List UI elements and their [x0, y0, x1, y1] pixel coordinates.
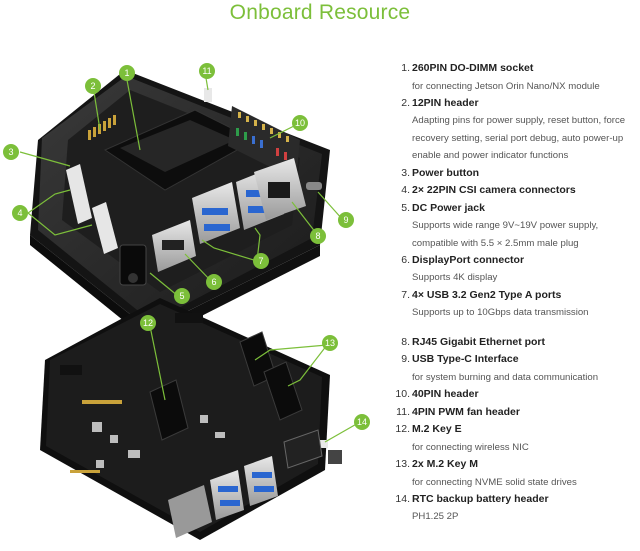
resource-name: USB Type-C Interface — [412, 353, 519, 366]
callout-3: 3 — [3, 144, 19, 160]
resource-list: 1. 260PIN DO-DIMM socket for connecting … — [380, 60, 638, 526]
callout-lines — [19, 71, 361, 443]
resource-name: DC Power jack — [412, 201, 485, 214]
callout-label: 1 — [124, 68, 129, 78]
resource-description: enable and power indicator functions — [412, 150, 569, 162]
callout-14: 14 — [354, 414, 370, 430]
resource-description: Supports wide range 9V~19V power supply, — [412, 220, 599, 232]
resource-description: Supports 4K display — [412, 272, 498, 284]
resource-number: 1. — [401, 62, 410, 74]
resource-number: 2. — [401, 96, 410, 109]
callout-12: 12 — [140, 315, 156, 331]
callout-8: 8 — [310, 228, 326, 244]
resource-number: 12. — [395, 423, 410, 436]
callout-11: 11 — [199, 63, 215, 79]
resource-description: for connecting Jetson Orin Nano/NX modul… — [412, 80, 600, 92]
callout-label: 12 — [143, 318, 153, 328]
resource-number: 9. — [401, 353, 410, 366]
resource-item: 8. RJ45 Gigabit Ethernet port — [380, 334, 638, 352]
callout-5: 5 — [174, 288, 190, 304]
resource-number: 4. — [401, 184, 410, 197]
resource-item: 10. 40PIN header — [380, 386, 638, 404]
callout-label: 5 — [179, 291, 184, 301]
callout-label: 14 — [357, 417, 367, 427]
callout-6: 6 — [206, 274, 222, 290]
resource-description: Supports up to 10Gbps data transmission — [412, 307, 589, 319]
callout-4: 4 — [12, 205, 28, 221]
resource-name: 4PIN PWM fan header — [412, 405, 520, 418]
callout-label: 10 — [295, 118, 305, 128]
resource-number: 13. — [395, 458, 410, 471]
resource-item: 7. 4× USB 3.2 Gen2 Type A ports Supports… — [380, 287, 638, 322]
callout-9: 9 — [338, 212, 354, 228]
resource-name: 4× USB 3.2 Gen2 Type A ports — [412, 288, 562, 301]
resource-name: 260PIN DO-DIMM socket — [412, 62, 534, 74]
resource-name: 40PIN header — [412, 388, 479, 401]
callout-1: 1 — [119, 65, 135, 81]
resource-item: 13. 2x M.2 Key M for connecting NVME sol… — [380, 456, 638, 491]
callout-13: 13 — [322, 335, 338, 351]
callout-label: 11 — [202, 66, 211, 76]
resource-item: 12. M.2 Key E for connecting wireless NI… — [380, 421, 638, 456]
bottom-board-render — [40, 298, 342, 540]
callout-label: 13 — [325, 338, 335, 348]
resource-item: 11. 4PIN PWM fan header — [380, 404, 638, 422]
callout-label: 9 — [343, 215, 348, 225]
resource-name: M.2 Key E — [412, 423, 462, 436]
callout-label: 3 — [8, 147, 13, 157]
callout-label: 2 — [90, 81, 95, 91]
resource-item: 1. 260PIN DO-DIMM socket for connecting … — [380, 60, 638, 95]
resource-name: DisplayPort connector — [412, 253, 525, 266]
list-spacer — [380, 322, 638, 334]
resource-name: 12PIN header — [412, 96, 479, 109]
callout-label: 7 — [258, 256, 263, 266]
resource-item: 5. DC Power jack Supports wide range 9V~… — [380, 200, 638, 252]
resource-description: for connecting wireless NIC — [412, 441, 529, 453]
resource-item: 6. DisplayPort connector Supports 4K dis… — [380, 252, 638, 287]
resource-name: 2x M.2 Key M — [412, 458, 478, 471]
resource-name: 2× 22PIN CSI camera connectors — [412, 184, 576, 197]
resource-description: for connecting NVME solid state drives — [412, 476, 577, 488]
resource-number: 3. — [401, 166, 410, 179]
callout-label: 8 — [315, 231, 320, 241]
resource-number: 10. — [395, 388, 410, 401]
resource-item: 2. 12PIN header Adapting pins for power … — [380, 95, 638, 165]
callout-2: 2 — [85, 78, 101, 94]
resource-name: RTC backup battery header — [412, 492, 549, 505]
resource-name: Power button — [412, 166, 480, 179]
resource-item: 14. RTC backup battery header PH1.25 2P — [380, 491, 638, 526]
resource-number: 7. — [401, 288, 410, 301]
resource-description: for system burning and data communicatio… — [412, 371, 599, 383]
resource-item: 3. Power button — [380, 165, 638, 183]
resource-item: 4. 2× 22PIN CSI camera connectors — [380, 182, 638, 200]
board-figure: 1 2 3 4 5 6 7 8 9 10 11 12 13 14 — [3, 63, 370, 540]
callout-label: 4 — [17, 208, 22, 218]
resource-item: 9. USB Type-C Interface for system burni… — [380, 351, 638, 386]
page-title: Onboard Resource — [229, 1, 411, 24]
resource-number: 8. — [401, 335, 410, 348]
callout-label: 6 — [211, 277, 216, 287]
resource-name: RJ45 Gigabit Ethernet port — [412, 335, 546, 348]
resource-number: 6. — [401, 253, 410, 266]
resource-description: Adapting pins for power supply, reset bu… — [412, 115, 626, 127]
callout-markers: 1 2 3 4 5 6 7 8 9 10 11 12 13 14 — [3, 63, 370, 430]
resource-number: 5. — [401, 201, 410, 214]
resource-number: 11. — [396, 405, 410, 418]
resource-description: recovery setting, serial port debug, aut… — [412, 132, 624, 144]
resource-description: compatible with 5.5 × 2.5mm male plug — [412, 237, 579, 249]
resource-number: 14. — [395, 492, 410, 505]
callout-10: 10 — [292, 115, 308, 131]
callout-7: 7 — [253, 253, 269, 269]
resource-description: PH1.25 2P — [412, 511, 459, 523]
